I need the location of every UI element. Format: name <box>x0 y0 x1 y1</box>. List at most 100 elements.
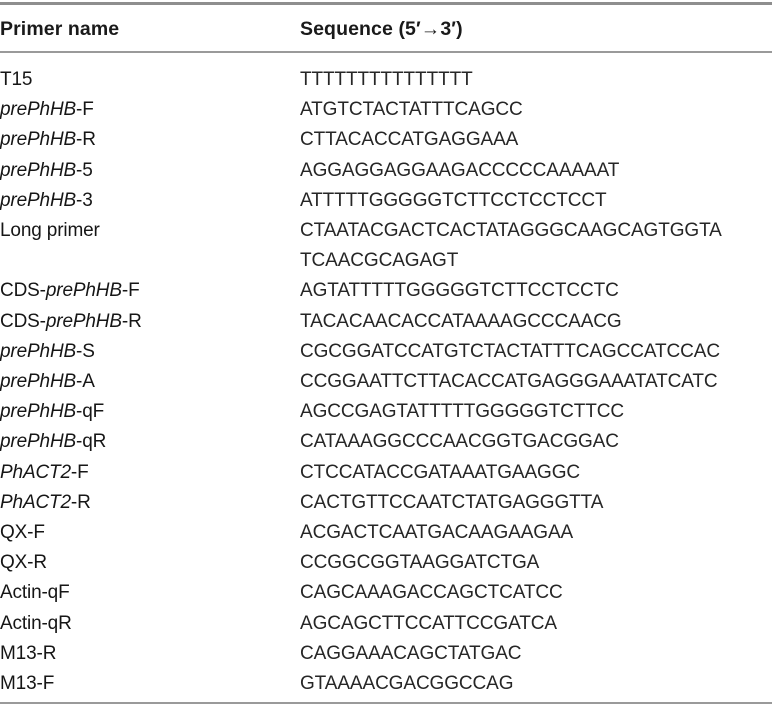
cell-sequence: TTTTTTTTTTTTTTT <box>300 51 772 95</box>
sequence-line: CTCCATACCGATAAATGAAGGC <box>300 461 580 483</box>
table-row: M13-F GTAAAACGACGGCCAG <box>0 669 772 699</box>
primer-name-part: -F <box>70 461 89 483</box>
table-row: Actin-qR AGCAGCTTCCATTCCGATCA <box>0 609 772 639</box>
sequence-line: ACGACTCAATGACAAGAAGAA <box>300 522 574 544</box>
sequence-line: TCAACGCAGAGT <box>300 250 459 272</box>
primer-name-part: prePhHB <box>45 310 122 332</box>
cell-sequence: AGCCGAGTATTTTTGGGGGTCTTCC <box>300 397 772 427</box>
primer-name-part: Actin-qR <box>0 612 72 634</box>
primer-name-part: -R <box>121 310 142 332</box>
cell-primer-name: PhACT2-F <box>0 458 300 488</box>
sequence-line: AGCAGCTTCCATTCCGATCA <box>300 612 557 634</box>
cell-primer-name: CDS-prePhHB-R <box>0 307 300 337</box>
primer-name-part: CDS- <box>0 280 46 302</box>
primer-name-part: prePhHB <box>0 189 77 211</box>
cell-primer-name: Actin-qR <box>0 609 300 639</box>
cell-primer-name: Long primer <box>0 216 300 276</box>
cell-sequence: CAGCAAAGACCAGCTCATCC <box>300 578 772 608</box>
primer-name-part: -3 <box>76 189 93 211</box>
primer-name-part: -A <box>76 371 95 393</box>
primer-name-part: prePhHB <box>0 340 77 362</box>
primer-name-part: PhACT2 <box>0 491 71 513</box>
primer-name-part: prePhHB <box>45 280 122 302</box>
primer-name-part: -5 <box>76 159 93 181</box>
cell-sequence: CTAATACGACTCACTATAGGGCAAGCAGTGGTA TCAACGC… <box>300 216 772 276</box>
cell-sequence: CTTACACCATGAGGAAA <box>300 125 772 155</box>
table-header-row: Primer name Sequence (5′→3′) <box>0 0 772 51</box>
primer-name-part: prePhHB <box>0 401 77 423</box>
table-bottom-rule <box>0 702 772 704</box>
sequence-line: CCGGAATTCTTACACCATGAGGGAAATATCATC <box>300 371 718 393</box>
primer-name-part: QX-F <box>0 522 45 544</box>
cell-primer-name: prePhHB-3 <box>0 186 300 216</box>
primer-name-part: QX-R <box>0 552 47 574</box>
cell-sequence: ACGACTCAATGACAAGAAGAA <box>300 518 772 548</box>
column-header-primer-name-label: Primer name <box>0 18 120 40</box>
cell-primer-name: prePhHB-qR <box>0 427 300 457</box>
sequence-line: CTTACACCATGAGGAAA <box>300 129 519 151</box>
cell-sequence: CATAAAGGCCCAACGGTGACGGAC <box>300 427 772 457</box>
sequence-line: AGGAGGAGGAAGACCCCCAAAAAT <box>300 159 620 181</box>
cell-primer-name: M13-F <box>0 669 300 699</box>
cell-primer-name: prePhHB-R <box>0 125 300 155</box>
cell-sequence: ATGTCTACTATTTCAGCC <box>300 95 772 125</box>
sequence-line: CATAAAGGCCCAACGGTGACGGAC <box>300 431 619 453</box>
cell-sequence: CCGGCGGTAAGGATCTGA <box>300 548 772 578</box>
cell-sequence: AGGAGGAGGAAGACCCCCAAAAAT <box>300 156 772 186</box>
primer-name-part: M13-F <box>0 673 55 695</box>
sequence-line: TACACAACACCATAAAAGCCCAACG <box>300 310 622 332</box>
cell-sequence: CAGGAAACAGCTATGAC <box>300 639 772 669</box>
primer-name-part: -qR <box>76 431 107 453</box>
primer-name-part: -F <box>76 99 94 121</box>
sequence-line: CACTGTTCCAATCTATGAGGGTTA <box>300 491 604 513</box>
cell-primer-name: CDS-prePhHB-F <box>0 276 300 306</box>
primer-name-part: -S <box>76 340 95 362</box>
sequence-line: CCGGCGGTAAGGATCTGA <box>300 552 540 574</box>
table-row: Actin-qF CAGCAAAGACCAGCTCATCC <box>0 578 772 608</box>
sequence-line: AGTATTTTTGGGGGTCTTCCTCCTC <box>300 280 619 302</box>
table-header-rule <box>0 51 772 53</box>
cell-sequence: CCGGAATTCTTACACCATGAGGGAAATATCATC <box>300 367 772 397</box>
sequence-line: GTAAAACGACGGCCAG <box>300 673 514 695</box>
sequence-line: CAGCAAAGACCAGCTCATCC <box>300 582 563 604</box>
cell-sequence: GTAAAACGACGGCCAG <box>300 669 772 699</box>
primer-name-part: Long primer <box>0 220 100 242</box>
primer-name-part: prePhHB <box>0 129 77 151</box>
cell-primer-name: prePhHB-5 <box>0 156 300 186</box>
primer-name-part: -F <box>121 280 140 302</box>
sequence-line: CAGGAAACAGCTATGAC <box>300 642 522 664</box>
sequence-line: CTAATACGACTCACTATAGGGCAAGCAGTGGTA <box>300 220 722 242</box>
primer-name-part: CDS- <box>0 310 46 332</box>
primer-name-part: M13-R <box>0 642 57 664</box>
primer-name-part: prePhHB <box>0 99 77 121</box>
cell-primer-name: prePhHB-qF <box>0 397 300 427</box>
table-row: Long primer CTAATACGACTCACTATAGGGCAAGCAGT… <box>0 216 772 276</box>
primer-name-part: Actin-qF <box>0 582 70 604</box>
cell-sequence: ATTTTTGGGGGTCTTCCTCCTCCT <box>300 186 772 216</box>
column-header-sequence-label: Sequence (5′→3′) <box>300 18 463 40</box>
cell-primer-name: QX-F <box>0 518 300 548</box>
primer-name-part: -qF <box>76 401 105 423</box>
table-row: M13-R CAGGAAACAGCTATGAC <box>0 639 772 669</box>
cell-primer-name: prePhHB-F <box>0 95 300 125</box>
cell-sequence: CACTGTTCCAATCTATGAGGGTTA <box>300 488 772 518</box>
cell-primer-name: Actin-qF <box>0 578 300 608</box>
table-row: QX-F ACGACTCAATGACAAGAAGAA <box>0 518 772 548</box>
primer-name-part: prePhHB <box>0 431 77 453</box>
cell-primer-name: QX-R <box>0 548 300 578</box>
cell-sequence: AGTATTTTTGGGGGTCTTCCTCCTC <box>300 276 772 306</box>
sequence-line: AGCCGAGTATTTTTGGGGGTCTTCC <box>300 401 624 423</box>
